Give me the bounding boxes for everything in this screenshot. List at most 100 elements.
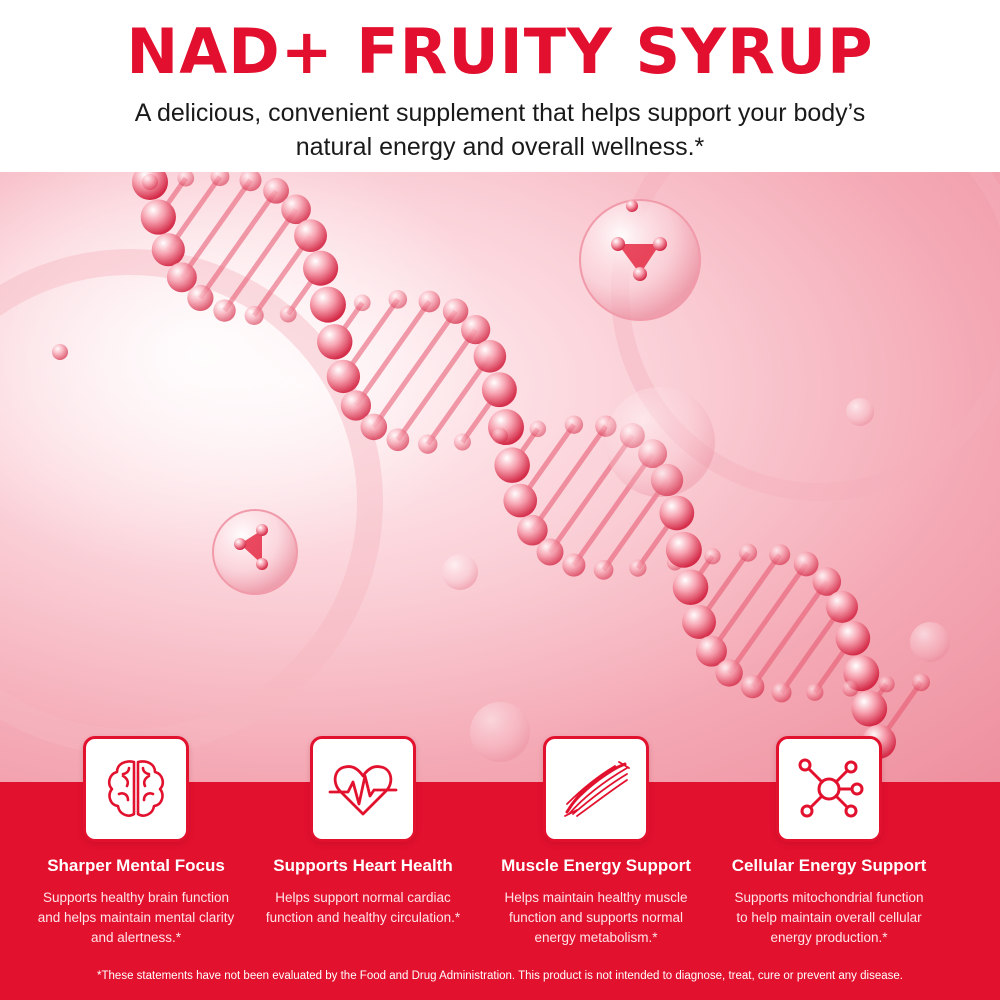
- helix-bead: [672, 569, 709, 606]
- helix-bead: [187, 284, 214, 312]
- helix-bead: [503, 483, 538, 518]
- helix-bead: [715, 659, 743, 687]
- dna-helix: [132, 172, 930, 759]
- helix-bead: [340, 390, 372, 421]
- helix-bead: [878, 676, 895, 693]
- feature-title: Muscle Energy Support: [501, 856, 691, 875]
- molecule-bubble: [579, 199, 701, 321]
- helix-bead: [564, 415, 584, 434]
- helix-bead: [142, 174, 158, 190]
- helix-bead: [771, 682, 792, 703]
- helix-rung: [727, 562, 809, 675]
- helix-bead: [494, 447, 530, 483]
- feature-title: Sharper Mental Focus: [47, 856, 225, 875]
- helix-bead: [326, 359, 361, 394]
- molecule-bubble: [212, 509, 298, 595]
- helix-bead: [360, 413, 388, 441]
- helix-bead: [491, 427, 508, 444]
- page-title: NAD+ FRUITY SYRUP: [126, 15, 874, 88]
- helix-bead: [453, 433, 471, 451]
- helix-bead: [825, 590, 858, 623]
- helix-bead: [239, 172, 262, 192]
- dna-illustration: [0, 172, 1000, 762]
- helix-bead: [263, 177, 290, 204]
- helix-bead: [140, 199, 176, 235]
- helix-bead: [665, 531, 702, 568]
- helix-bead: [353, 294, 371, 312]
- helix-bead: [851, 690, 888, 727]
- helix-bead: [593, 560, 614, 580]
- helix-bead: [740, 674, 765, 699]
- feature-cellular-energy: Cellular Energy Support Supports mitocho…: [709, 736, 949, 948]
- bubble: [605, 387, 715, 497]
- helix-bead: [695, 635, 727, 667]
- helix-bead: [461, 314, 491, 345]
- helix-bead: [835, 620, 871, 656]
- brain-icon: [107, 760, 165, 817]
- helix-bead: [812, 567, 842, 596]
- helix-bead: [536, 538, 564, 566]
- bubble: [910, 622, 950, 662]
- feature-description: Helps maintain healthy muscle function a…: [504, 890, 688, 945]
- helix-bead: [562, 553, 586, 577]
- helix-bead: [842, 680, 859, 697]
- helix-rung: [395, 328, 478, 442]
- helix-bead: [659, 495, 695, 531]
- helix-bead: [481, 372, 517, 408]
- helix-bead: [177, 172, 195, 187]
- helix-rung: [425, 354, 492, 446]
- helix-bead: [388, 290, 408, 309]
- bubble: [52, 344, 68, 360]
- helix-bead: [704, 548, 721, 565]
- helix-bead: [793, 551, 819, 577]
- bubble: [470, 702, 530, 762]
- bubble: [442, 554, 478, 590]
- feature-description: Supports mitochondrial function to help …: [734, 890, 924, 945]
- helix-bead: [303, 250, 339, 286]
- helix-rung: [709, 553, 782, 653]
- feature-muscle-energy: Muscle Energy Support Helps maintain hea…: [476, 736, 716, 948]
- helix-bead: [210, 172, 230, 187]
- fda-disclaimer: *These statements have not been evaluate…: [97, 970, 903, 982]
- helix-bead: [418, 434, 438, 454]
- feature-title: Supports Heart Health: [273, 856, 453, 875]
- heart-pulse-icon: [328, 765, 398, 816]
- helix-bead: [309, 286, 346, 323]
- helix-bead: [279, 305, 297, 323]
- feature-description: Helps support normal cardiac function an…: [265, 890, 461, 925]
- page-subtitle: A delicious, convenient supplement that …: [134, 99, 866, 161]
- helix-rung: [198, 189, 279, 300]
- header: NAD+ FRUITY SYRUP A delicious, convenien…: [0, 0, 1000, 172]
- helix-bead: [769, 544, 791, 566]
- helix-bead: [912, 673, 930, 692]
- helix-bead: [517, 514, 548, 546]
- helix-bead: [418, 290, 441, 313]
- helix-rung: [222, 207, 299, 312]
- helix-bead: [244, 305, 264, 325]
- helix-bead: [213, 299, 236, 322]
- helix-rung: [530, 424, 608, 532]
- helix-bead: [682, 605, 716, 639]
- helix-bead: [738, 543, 758, 562]
- helix-rung: [371, 309, 458, 429]
- feature-heart-health: Supports Heart Health Helps support norm…: [243, 736, 483, 928]
- helix-bead: [151, 233, 185, 267]
- helix-bead: [529, 420, 547, 438]
- helix-bead: [473, 339, 507, 373]
- molecule-icon: [798, 758, 864, 818]
- hero-dna-image: [0, 172, 1000, 782]
- feature-mental-focus: Sharper Mental Focus Supports healthy br…: [16, 736, 256, 948]
- helix-bead: [806, 683, 824, 701]
- helix-rung: [779, 605, 845, 694]
- helix-bead: [442, 298, 469, 324]
- helix-bead: [166, 262, 197, 293]
- helix-rung: [353, 300, 432, 407]
- helix-rung: [750, 580, 829, 688]
- helix-bead: [281, 194, 311, 225]
- bubble: [846, 398, 874, 426]
- helix-bead: [294, 219, 327, 253]
- helix-bead: [386, 428, 410, 452]
- helix-bead: [317, 324, 353, 360]
- helix-rung: [179, 178, 253, 279]
- muscle-icon: [564, 761, 630, 817]
